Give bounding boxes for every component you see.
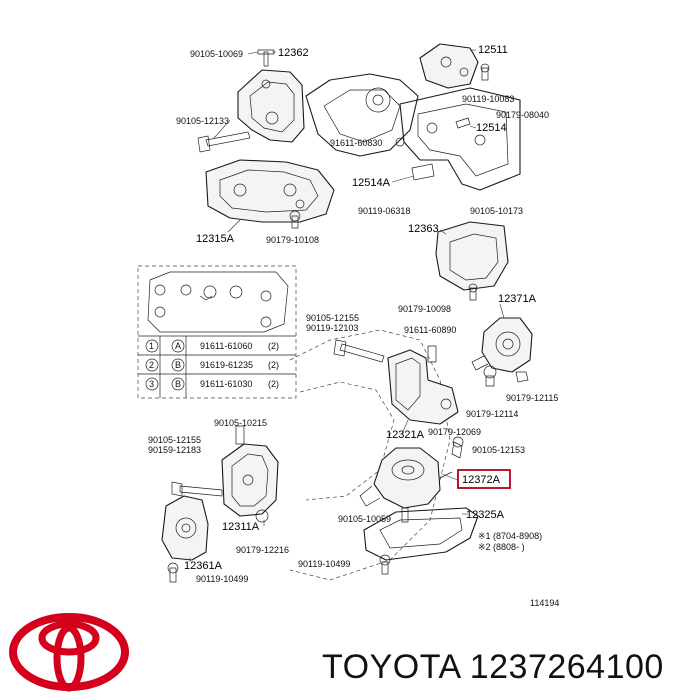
label-90179-12069: 90179-12069 (428, 427, 481, 437)
label-90159-12183: 90159-12183 (148, 445, 201, 455)
label-90179-10108: 90179-10108 (266, 235, 319, 245)
mount-bracket-12511 (419, 43, 490, 89)
table-row-3-part: 91611-61030 (200, 379, 252, 389)
highlight-box-12372A (457, 469, 511, 489)
label-12514: 12514 (476, 122, 507, 134)
table-row-1-qty: (2) (268, 341, 279, 351)
nut-90179-12115 (515, 371, 529, 383)
insulator-12361A (161, 495, 209, 583)
label-90105-10069: 90105-10069 (190, 49, 243, 59)
figure-number: 114194 (530, 598, 559, 608)
bolt-90105-12133 (197, 131, 251, 153)
label-12371A: 12371A (498, 293, 537, 305)
note-2: ※2 (8808- ) (478, 542, 525, 552)
mount-bracket-12311A (221, 425, 279, 523)
insulator-12372A (359, 436, 464, 509)
label-12311A: 12311A (222, 521, 260, 533)
label-90179-10098: 90179-10098 (398, 304, 451, 314)
label-12321A: 12321A (386, 429, 425, 441)
engine-upper-bracket (399, 87, 521, 191)
label-90105-10173: 90105-10173 (470, 206, 523, 216)
table-row-3-num: 3 (149, 379, 154, 389)
mount-bracket-12363 (435, 221, 509, 301)
inset-table: 1 A 91611-61060 (2) 2 B 91619-61235 (2) … (145, 339, 279, 391)
label-91611-60830: 91611-60830 (330, 138, 382, 148)
table-row-2-qty: (2) (268, 360, 279, 370)
table-row-3-qty: (2) (268, 379, 279, 389)
label-90105-12133: 90105-12133 (176, 116, 229, 126)
label-90119-12103: 90119-12103 (306, 323, 358, 333)
bolt-90105-12155-b (171, 481, 223, 497)
label-90119-10499-b: 90119-10499 (196, 574, 248, 584)
label-91611-60890: 91611-60890 (404, 325, 456, 335)
washer-90179-12114 (483, 365, 497, 387)
brand-part-number: TOYOTA 1237264100 (322, 648, 664, 686)
engine-bracket-12315A (205, 159, 335, 229)
label-90105-12155-b: 90105-12155 (148, 435, 201, 445)
label-90179-12216: 90179-12216 (236, 545, 289, 555)
label-12363: 12363 (408, 223, 439, 235)
toyota-logo-icon (9, 613, 129, 692)
note-1: ※1 (8704-8908) (478, 531, 542, 541)
label-90105-10059: 90105-10059 (338, 514, 391, 524)
label-12362: 12362 (278, 47, 309, 59)
table-row-2-part: 91619-61235 (200, 360, 253, 370)
mount-bracket-12321A (387, 345, 459, 425)
label-90105-12155: 90105-12155 (306, 313, 359, 323)
gasket-inset-panel (137, 265, 297, 399)
label-12315A: 12315A (196, 233, 235, 245)
label-90179-12115: 90179-12115 (506, 393, 558, 403)
table-row-2-mark: B (175, 360, 181, 370)
label-90179-12114: 90179-12114 (466, 409, 518, 419)
label-90105-10215: 90105-10215 (214, 418, 267, 428)
label-12361A: 12361A (184, 560, 223, 572)
timing-cover (305, 73, 419, 157)
label-90119-06318: 90119-06318 (358, 206, 410, 216)
label-12514A: 12514A (352, 177, 391, 189)
table-row-2-num: 2 (149, 360, 154, 370)
leader-lines (189, 49, 505, 562)
table-row-1-num: 1 (149, 341, 154, 351)
table-row-1-mark: A (175, 341, 181, 351)
label-90105-12153: 90105-12153 (472, 445, 525, 455)
label-90119-10499-a: 90119-10499 (298, 559, 350, 569)
label-90179-08040: 90179-08040 (496, 110, 549, 120)
insulator-12371A (471, 317, 533, 373)
bolt-12514 (395, 117, 471, 181)
mount-plate-12325A (363, 507, 479, 575)
label-90119-10083: 90119-10083 (462, 94, 514, 104)
engine-mount-bracket-12362 (237, 49, 305, 143)
table-row-1-part: 91611-61060 (200, 341, 252, 351)
bolt-90105-12155 (333, 339, 385, 363)
table-row-3-mark: B (175, 379, 181, 389)
label-12372A: 12372A (462, 474, 501, 486)
label-12511: 12511 (478, 44, 508, 56)
label-12325A: 12325A (466, 509, 505, 521)
